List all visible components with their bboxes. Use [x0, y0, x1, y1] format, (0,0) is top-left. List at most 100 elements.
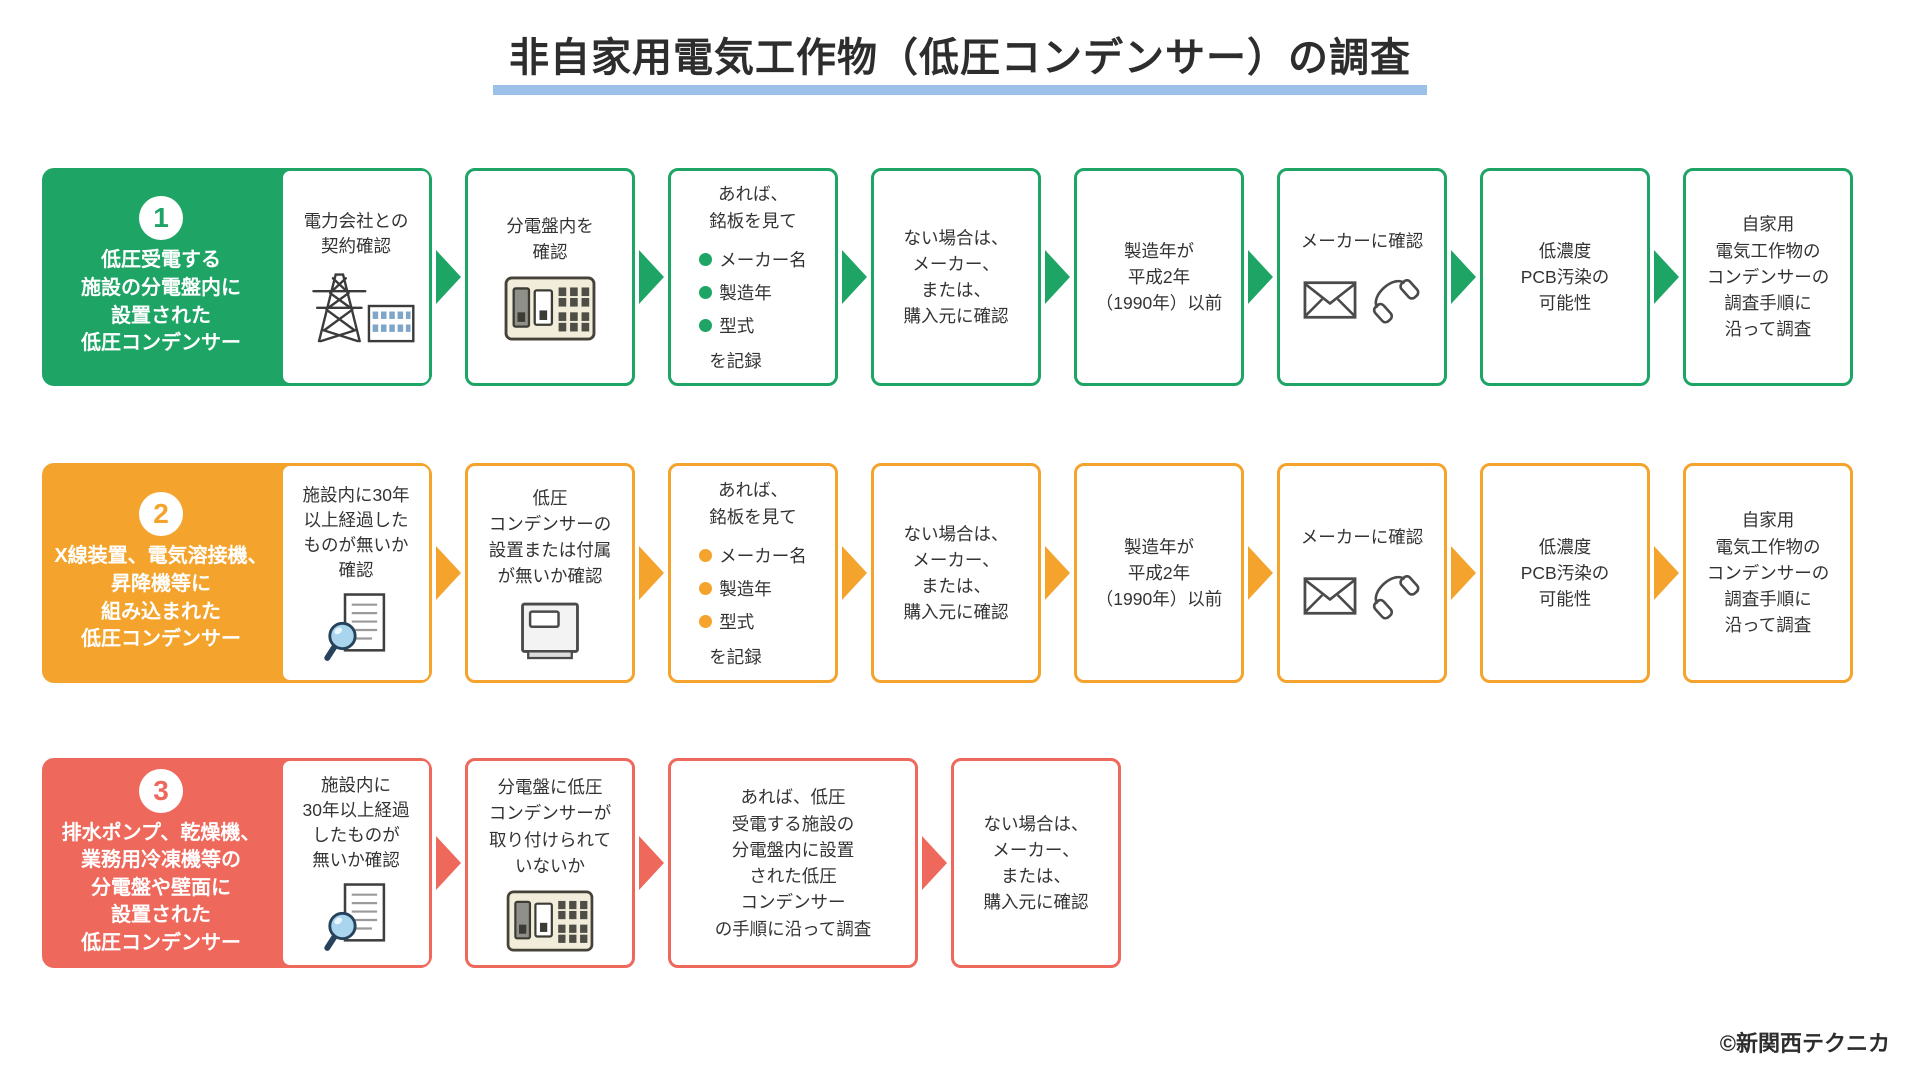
flow-arrow: [436, 546, 461, 600]
equipment-icon: [514, 601, 586, 662]
flow-arrow: [1045, 250, 1070, 304]
step-box-contact-maker: メーカーに確認: [1277, 463, 1447, 683]
flow-arrow: [436, 836, 461, 890]
step-label: あれば、 銘板を見て: [709, 184, 797, 231]
bullet-label: 型式: [719, 315, 755, 336]
copyright-text: ©新関西テクニカ: [1719, 1031, 1890, 1056]
magnifier-document-icon: [323, 882, 389, 953]
list-item: 型式: [699, 313, 754, 338]
mail-icon: [1303, 577, 1357, 615]
bullet-dot-icon: [699, 581, 713, 595]
step-label: 低濃度 PCB汚染の 可能性: [1520, 240, 1610, 314]
flow-arrow: [842, 250, 867, 304]
step-box-contact-maker: メーカーに確認: [1277, 168, 1447, 386]
step-label: ない場合は、 メーカー、 または、 購入元に確認: [903, 227, 1009, 327]
step-label: メーカーに確認: [1300, 231, 1424, 252]
list-item: メーカー名: [699, 247, 807, 272]
step-box-no-nameplate: ない場合は、 メーカー、 または、 購入元に確認: [951, 758, 1121, 968]
bullet-label: 製造年: [719, 282, 772, 303]
phone-icon: [1369, 570, 1421, 622]
source-box-row2-body: 2 X線装置、電気溶接機、 昇降機等に 組み込まれた 低圧コンデンサー: [42, 463, 280, 683]
step-box-follow-procedure: あれば、低圧 受電する施設の 分電盤内に設置 された低圧 コンデンサー の手順に…: [668, 758, 918, 968]
bullet-label: 型式: [719, 611, 755, 632]
first-check-label-row1: 電力会社との 契約確認: [303, 210, 409, 256]
step-label: メーカーに確認: [1300, 527, 1424, 548]
first-check-card-row1: 電力会社との 契約確認: [280, 168, 432, 386]
distribution-board-icon: [504, 276, 596, 341]
bullet-label: 製造年: [719, 578, 772, 599]
step-label: 低濃度 PCB汚染の 可能性: [1520, 536, 1610, 610]
source-box-row1-body: 1 低圧受電する 施設の分電盤内に 設置された 低圧コンデンサー: [42, 168, 280, 386]
step-box-survey-procedure: 自家用 電気工作物の コンデンサーの 調査手順に 沿って調査: [1683, 463, 1853, 683]
flow-row-3: 3 排水ポンプ、乾燥機、 業務用冷凍機等の 分電盤や壁面に 設置された 低圧コン…: [42, 758, 1920, 968]
contact-icons: [1303, 274, 1421, 326]
step-label: 低圧 コンデンサーの 設置または付属 が無いか確認: [488, 487, 612, 587]
source-label-row2: X線装置、電気溶接機、 昇降機等に 組み込まれた 低圧コンデンサー: [54, 545, 268, 651]
nameplate-outro: を記録: [709, 646, 762, 667]
flow-arrow: [1451, 546, 1476, 600]
step-label: 分電盤に低圧 コンデンサーが 取り付けられて いないか: [488, 777, 612, 876]
flow-arrow: [922, 836, 947, 890]
title-area: 非自家用電気工作物（低圧コンデンサー）の調査: [0, 0, 1920, 95]
step-label: 製造年が 平成2年 （1990年）以前: [1095, 240, 1223, 314]
step-number-badge-1: 1: [139, 196, 183, 241]
step-box-pcb-possibility: 低濃度 PCB汚染の 可能性: [1480, 463, 1650, 683]
bullet-dot-icon: [699, 285, 713, 299]
source-box-row3: 3 排水ポンプ、乾燥機、 業務用冷凍機等の 分電盤や壁面に 設置された 低圧コン…: [42, 758, 432, 968]
flow-row-1: 1 低圧受電する 施設の分電盤内に 設置された 低圧コンデンサー 電力会社との …: [42, 168, 1920, 386]
step-box-check-panel: 分電盤内を 確認: [465, 168, 635, 386]
flow-arrow: [436, 250, 461, 304]
bullet-dot-icon: [699, 548, 713, 562]
flow-arrow: [1451, 250, 1476, 304]
source-label-row3: 排水ポンプ、乾燥機、 業務用冷凍機等の 分電盤や壁面に 設置された 低圧コンデン…: [61, 821, 261, 954]
list-item: 製造年: [699, 576, 772, 601]
first-check-card-row2: 施設内に30年 以上経過した ものが無いか 確認: [280, 463, 432, 683]
step-number-badge-3: 3: [139, 768, 183, 813]
step-label: あれば、 銘板を見て: [709, 480, 797, 527]
step-label: 自家用 電気工作物の コンデンサーの 調査手順に 沿って調査: [1706, 510, 1830, 636]
bullet-label: メーカー名: [719, 249, 807, 270]
step-label: 分電盤内を 確認: [506, 215, 594, 262]
step-box-nameplate: あれば、 銘板を見て メーカー名 製造年 型式 を記録: [668, 463, 838, 683]
step-box-year: 製造年が 平成2年 （1990年）以前: [1074, 168, 1244, 386]
step-box-year: 製造年が 平成2年 （1990年）以前: [1074, 463, 1244, 683]
step-label: ない場合は、 メーカー、 または、 購入元に確認: [903, 523, 1009, 623]
bullet-label: メーカー名: [719, 545, 807, 566]
list-item: メーカー名: [699, 543, 807, 568]
step-label: ない場合は、 メーカー、 または、 購入元に確認: [983, 813, 1089, 913]
transmission-tower-building-icon: [295, 267, 417, 345]
first-check-label-row3: 施設内に 30年以上経過 したものが 無いか確認: [302, 775, 410, 870]
step-label: あれば、低圧 受電する施設の 分電盤内に設置 された低圧 コンデンサー の手順に…: [714, 787, 872, 939]
flow-arrow: [1248, 546, 1273, 600]
flow-arrow: [1654, 546, 1679, 600]
distribution-board-icon: [506, 890, 594, 952]
bullet-dot-icon: [699, 252, 713, 266]
step-label: 自家用 電気工作物の コンデンサーの 調査手順に 沿って調査: [1706, 214, 1830, 340]
step-label: 製造年が 平成2年 （1990年）以前: [1095, 536, 1223, 610]
nameplate-list: メーカー名 製造年 型式 を記録: [699, 543, 807, 669]
step-box-survey-procedure: 自家用 電気工作物の コンデンサーの 調査手順に 沿って調査: [1683, 168, 1853, 386]
step-box-check-panel: 分電盤に低圧 コンデンサーが 取り付けられて いないか: [465, 758, 635, 968]
contact-icons: [1303, 570, 1421, 622]
list-item: 製造年: [699, 280, 772, 305]
flow-arrow: [639, 546, 664, 600]
step-box-check-equipment: 低圧 コンデンサーの 設置または付属 が無いか確認: [465, 463, 635, 683]
page-title: 非自家用電気工作物（低圧コンデンサー）の調査: [493, 34, 1427, 95]
source-box-row3-body: 3 排水ポンプ、乾燥機、 業務用冷凍機等の 分電盤や壁面に 設置された 低圧コン…: [42, 758, 280, 968]
flow-arrow: [1045, 546, 1070, 600]
step-number-badge-2: 2: [139, 492, 183, 537]
list-item: 型式: [699, 609, 754, 634]
flow-arrow: [1654, 250, 1679, 304]
flow-arrow: [639, 836, 664, 890]
flow-row-2: 2 X線装置、電気溶接機、 昇降機等に 組み込まれた 低圧コンデンサー 施設内に…: [42, 463, 1920, 683]
first-check-label-row2: 施設内に30年 以上経過した ものが無いか 確認: [302, 485, 410, 580]
nameplate-list: メーカー名 製造年 型式 を記録: [699, 247, 807, 373]
source-box-row1: 1 低圧受電する 施設の分電盤内に 設置された 低圧コンデンサー 電力会社との …: [42, 168, 432, 386]
step-box-no-nameplate: ない場合は、 メーカー、 または、 購入元に確認: [871, 463, 1041, 683]
bullet-dot-icon: [699, 318, 713, 332]
step-box-pcb-possibility: 低濃度 PCB汚染の 可能性: [1480, 168, 1650, 386]
flow-arrow: [639, 250, 664, 304]
step-box-no-nameplate: ない場合は、 メーカー、 または、 購入元に確認: [871, 168, 1041, 386]
source-label-row1: 低圧受電する 施設の分電盤内に 設置された 低圧コンデンサー: [81, 249, 241, 355]
mail-icon: [1303, 281, 1357, 319]
